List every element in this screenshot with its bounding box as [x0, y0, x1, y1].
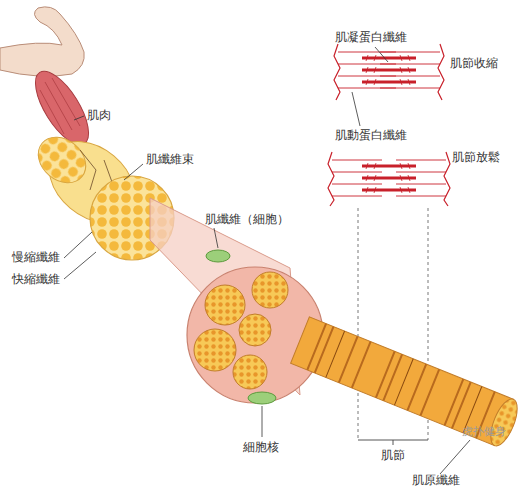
part-label: 快縮纖維: [12, 272, 60, 287]
part-label: 肌節: [381, 448, 405, 463]
part-label: 肌凝蛋白纖維: [335, 30, 407, 45]
state-label: 肌節收縮: [450, 56, 498, 71]
part-label: 肌纖維束: [146, 152, 194, 167]
part-label: 慢縮纖維: [12, 250, 60, 265]
part-label: 肌動蛋白纖維: [335, 128, 407, 143]
part-label: 細胞核: [243, 440, 279, 455]
part-label: 肌纖維（細胞）: [205, 212, 289, 227]
part-label: 肌肉: [87, 108, 111, 123]
state-label: 肌節放鬆: [452, 150, 500, 165]
part-label: 肌原纖維: [412, 473, 460, 488]
watermark: 虎扑健身: [462, 424, 506, 439]
